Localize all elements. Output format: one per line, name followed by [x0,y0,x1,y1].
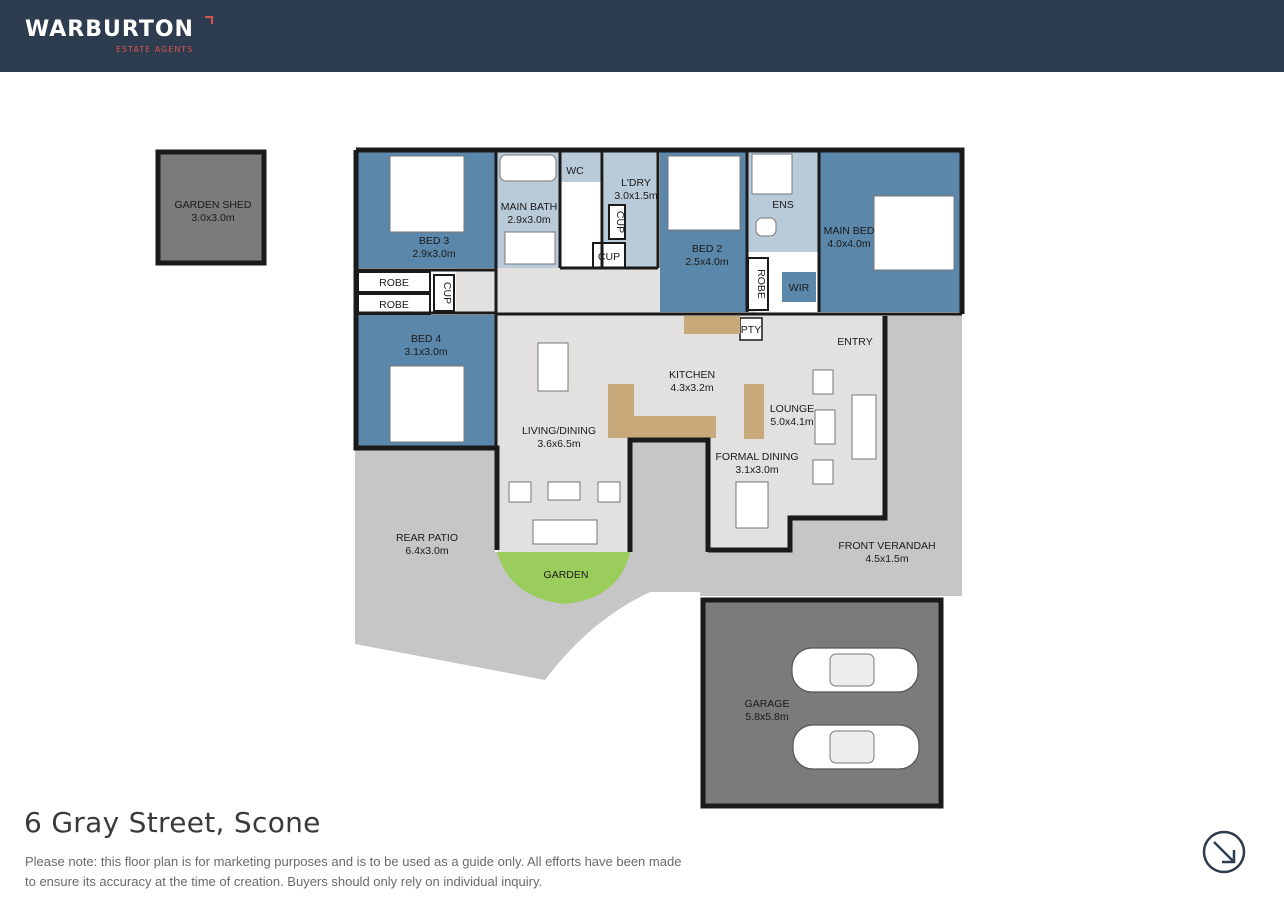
garage-area [700,597,944,809]
brand-tagline: ESTATE AGENTS [116,45,194,54]
main-bath-label: MAIN BATH [501,201,557,213]
sofa [532,519,598,545]
wir-label: WIR [789,282,810,294]
court-cutout [630,438,710,552]
kitchen-label: KITCHEN [669,369,715,381]
living-chair-1 [508,481,532,503]
living-table [547,481,581,501]
living-chair-2 [597,481,621,503]
cup-side-label: CUP [441,282,453,304]
wir-area [782,272,816,302]
formal-dining-label: FORMAL DINING [715,451,798,463]
front-verandah-size: 4.5x1.5m [865,553,908,565]
cup-side-area [433,274,455,312]
lounge-label: LOUNGE [770,403,814,415]
armchair-1 [812,369,834,395]
bed2-size: 2.5x4.0m [685,256,728,268]
front-verandah-label: FRONT VERANDAH [838,540,935,552]
outer-wall [353,147,965,553]
verandah-cutout [790,515,885,552]
garden-label: GARDEN [544,569,589,581]
ldry-label: L'DRY [621,177,651,189]
car-1-icon [791,647,919,693]
bathtub [499,154,557,182]
bed2-bed [667,155,741,231]
robe-bed2-label: ROBE [755,269,767,299]
lounge-table [814,409,836,445]
brand-logo[interactable]: WARBURTON [25,17,194,42]
logo-mark-icon [205,16,213,24]
lounge-size: 5.0x4.1m [770,416,813,428]
bed3-label: BED 3 [419,235,450,247]
toilet-ens [755,217,777,237]
wc-area [560,152,602,182]
bed4-size: 3.1x3.0m [404,346,447,358]
entry-label: ENTRY [837,336,872,348]
header-bar: WARBURTON ESTATE AGENTS [0,0,1284,72]
bed2-label: BED 2 [692,243,723,255]
disclaimer-text: Please note: this floor plan is for mark… [25,854,682,889]
rear-patio-label: REAR PATIO [396,532,458,544]
cup-hall-label: CUP [598,251,620,263]
garden-shed-size: 3.0x3.0m [191,212,234,224]
robe-1-label: ROBE [379,277,409,289]
furniture [389,153,955,545]
garage-size: 5.8x5.8m [745,711,788,723]
kitchen-size: 4.3x3.2m [670,382,713,394]
bed3-bed [389,155,465,233]
main-bed-bed [873,195,955,271]
car-2-icon [792,724,920,770]
property-address: 6 Gray Street, Scone [24,806,321,839]
main-bath-size: 2.9x3.0m [507,214,550,226]
garden-shed-label: GARDEN SHED [174,199,251,211]
compass-icon [1202,830,1246,874]
garage-label: GARAGE [745,698,790,710]
main-bed-label: MAIN BED [824,225,875,237]
shower-main-bath [504,231,556,265]
cup-ldry-label: CUP [614,211,626,233]
formal-dining-table [735,481,769,529]
main-bed-size: 4.0x4.0m [827,238,870,250]
bed4-bed [389,365,465,443]
garden-area [497,552,630,604]
rear-patio-size: 6.4x3.0m [405,545,448,557]
bed3-size: 2.9x3.0m [412,248,455,260]
robe-2-label: ROBE [379,299,409,311]
interior-walls [356,150,962,448]
kitchen-bench-top [684,316,740,334]
living-dining-label: LIVING/DINING [522,425,596,437]
bed4-label: BED 4 [411,333,442,345]
cup-hall-area [592,242,626,269]
shower-ens [751,153,793,195]
garden-shed-area [155,149,267,266]
ldry-size: 3.0x1.5m [614,190,657,202]
dining-table [537,342,569,392]
lounge-sofa [851,394,877,460]
kitchen-bench-side [744,384,764,439]
kitchen-island [608,384,716,438]
pty-label: PTY [741,324,761,336]
cup-ldry-area [608,204,626,240]
wc-label: WC [566,165,584,177]
ens-label: ENS [772,199,794,211]
armchair-2 [812,459,834,485]
living-dining-size: 3.6x6.5m [537,438,580,450]
formal-dining-size: 3.1x3.0m [735,464,778,476]
